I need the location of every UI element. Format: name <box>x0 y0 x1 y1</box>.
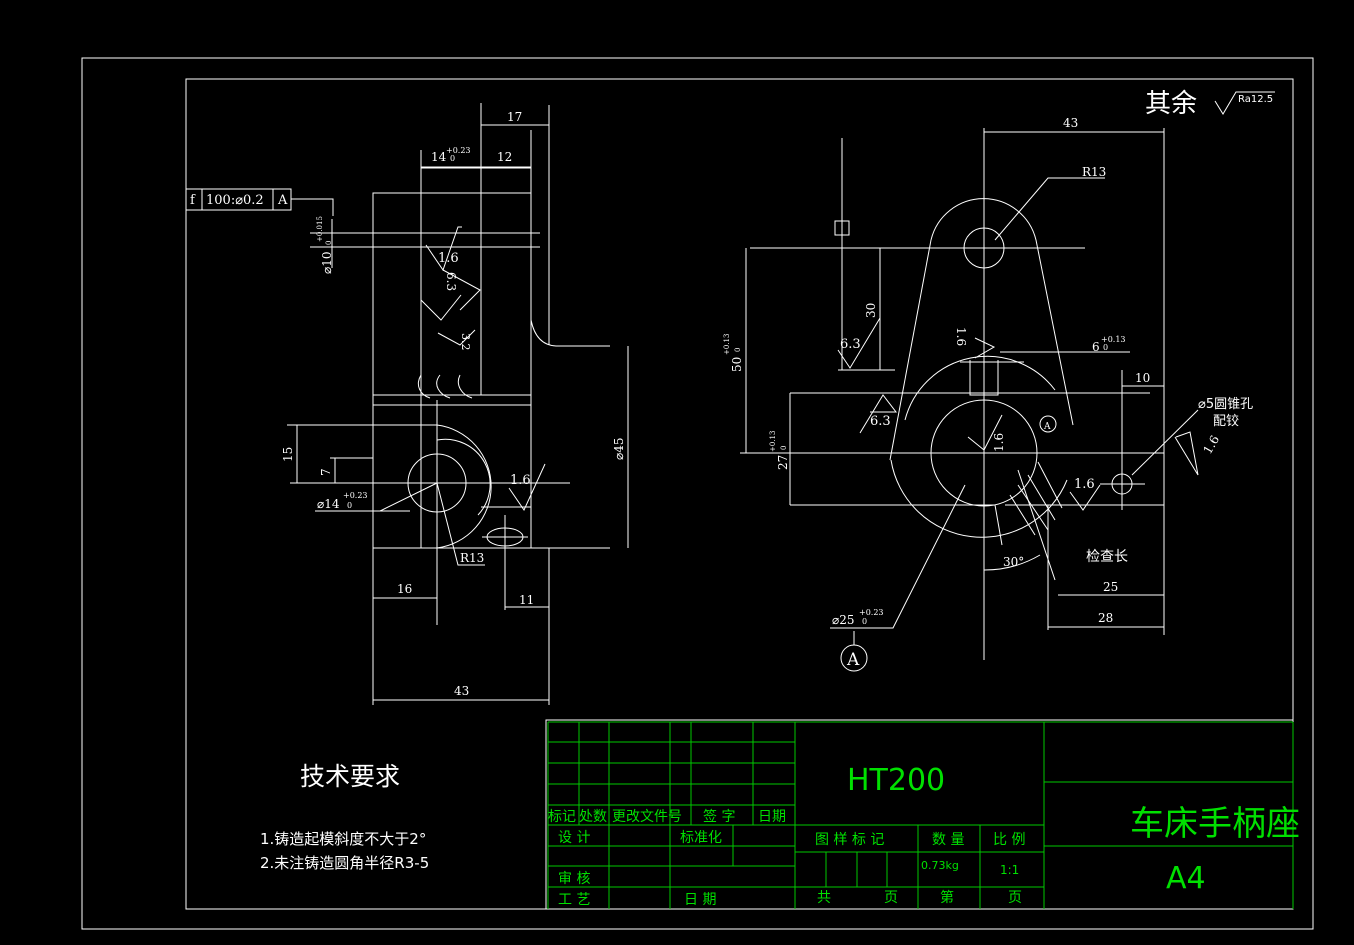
left-ra-1-6b: 1.6 <box>510 473 531 488</box>
left-dim-d10-tol-up: +0.015 <box>316 216 324 242</box>
tol-value: 100:⌀0.2 <box>206 193 264 208</box>
sheet-size: A4 <box>1166 861 1206 896</box>
right-ra-1-6d: 1.6 <box>1074 477 1095 492</box>
surface-note-ra: Ra12.5 <box>1238 94 1273 105</box>
rev-header-sign: 签 字 <box>703 808 735 825</box>
rev-header-doc: 更改文件号 <box>612 809 682 825</box>
rev-header-count: 处数 <box>579 809 607 825</box>
right-dim-angle: 30° <box>1003 555 1024 569</box>
right-view: 43 R13 30 50 +0.13 0 6.3 1.6 6 +0.13 0 1… <box>723 116 1253 672</box>
left-dim-d45: ⌀45 <box>612 438 626 461</box>
design-label: 设 计 <box>558 830 590 846</box>
left-dim-11: 11 <box>519 593 534 607</box>
right-ra-6-3b: 6.3 <box>870 414 891 429</box>
page-label-2: 页 <box>1008 890 1022 906</box>
left-dim-12: 12 <box>497 150 512 164</box>
right-dim-27-tol-lo: 0 <box>780 446 788 450</box>
total-label: 共 <box>817 890 831 906</box>
surface-note-label: 其余 <box>1145 89 1197 119</box>
mark-label: 图 样 标 记 <box>815 832 884 848</box>
left-dim-d10-tol-lo: 0 <box>325 241 333 245</box>
tech-title: 技术要求 <box>300 762 400 791</box>
review-label: 审 核 <box>558 871 590 887</box>
weight-value: 0.73kg <box>921 859 959 872</box>
right-datum-bottom: A <box>846 650 860 670</box>
left-dim-d14b-tol-up: +0.23 <box>343 491 368 500</box>
tolerance-frame: f 100:⌀0.2 A <box>185 188 334 216</box>
left-dim-16: 16 <box>397 582 412 596</box>
left-dim-14-tol-up: +0.23 <box>446 146 471 155</box>
left-dim-15: 15 <box>281 447 295 462</box>
roughness-symbol-icon <box>1214 91 1275 115</box>
right-dim-30: 30 <box>864 303 878 318</box>
right-ra-1-6c: 1.6 <box>1200 433 1222 457</box>
left-dim-7: 7 <box>319 468 333 476</box>
left-ra-1-6a: 1.6 <box>438 251 459 266</box>
date-label: 日 期 <box>684 892 716 908</box>
left-dim-d10: ⌀10 <box>320 252 334 275</box>
right-dim-10: 10 <box>1135 371 1150 385</box>
right-dim-6-tol-up: +0.13 <box>1101 335 1126 344</box>
outer-border <box>81 57 1314 930</box>
left-dim-d14b-tol-lo: 0 <box>347 501 352 510</box>
right-hole-note-2: 配铰 <box>1213 414 1239 429</box>
left-dim-14: 14 <box>431 150 447 164</box>
right-dim-25: 25 <box>1103 580 1118 594</box>
right-ra-1-6a: 1.6 <box>954 327 968 346</box>
left-dim-r13: R13 <box>460 551 484 565</box>
right-datum-a: A <box>1043 422 1051 432</box>
right-dim-43: 43 <box>1063 116 1078 130</box>
tech-requirements: 技术要求 1.铸造起模斜度不大于2° 2.未注铸造圆角半径R3-5 <box>260 762 429 872</box>
right-hole-note-1: ⌀5圆锥孔 <box>1198 397 1253 412</box>
left-dim-17: 17 <box>507 110 522 124</box>
right-check-length: 检查长 <box>1086 549 1128 565</box>
right-dim-d25b-tol-lo: 0 <box>862 617 867 626</box>
right-dim-50-tol-lo: 0 <box>734 348 742 352</box>
tol-symbol: f <box>190 193 196 208</box>
material: HT200 <box>847 763 945 798</box>
tol-datum: A <box>277 193 288 208</box>
right-ra-1-6b: 1.6 <box>992 433 1006 452</box>
left-dim-43: 43 <box>454 684 469 698</box>
tech-item-1: 1.铸造起模斜度不大于2° <box>260 830 426 848</box>
right-dim-27: 27 <box>776 455 790 470</box>
right-ra-6-3a: 6.3 <box>840 337 861 352</box>
left-ra-6-3: 6.3 <box>444 272 458 291</box>
right-dim-6: 6 <box>1092 340 1100 354</box>
process-label: 工 艺 <box>558 892 590 908</box>
right-dim-27-tol-up: +0.13 <box>769 431 777 452</box>
tech-item-2: 2.未注铸造圆角半径R3-5 <box>260 854 429 872</box>
scale-label: 比 例 <box>993 832 1025 848</box>
right-dim-28: 28 <box>1098 611 1113 625</box>
qty-label: 数 量 <box>932 832 964 848</box>
surface-note: 其余 Ra12.5 <box>1145 89 1275 119</box>
title-block: HT200 车床手柄座 A4 标记 处数 更改文件号 签 字 日期 设 计 标准… <box>545 719 1300 910</box>
right-dim-50-tol-up: +0.13 <box>723 334 731 355</box>
rev-header-mark: 标记 <box>548 809 576 825</box>
part-name: 车床手柄座 <box>1130 804 1300 844</box>
right-dim-d25b-tol-up: +0.23 <box>859 608 884 617</box>
right-dim-6-tol-lo: 0 <box>1103 343 1108 352</box>
right-dim-50: 50 <box>730 357 744 372</box>
right-dim-d25b: ⌀25 <box>832 613 855 627</box>
scale-value: 1:1 <box>1000 863 1019 877</box>
rev-header-date: 日期 <box>758 809 786 825</box>
left-dim-14-tol-lo: 0 <box>450 154 455 163</box>
page-label-1: 页 <box>884 890 898 906</box>
right-dim-r13: R13 <box>1082 165 1106 179</box>
left-view: f 100:⌀0.2 A 1.6 <box>185 103 629 705</box>
left-dim-d14b: ⌀14 <box>317 497 340 511</box>
left-ra-3-2: 3.2 <box>459 333 472 351</box>
standard-label: 标准化 <box>680 830 722 846</box>
sheet-no-label: 第 <box>940 889 954 906</box>
